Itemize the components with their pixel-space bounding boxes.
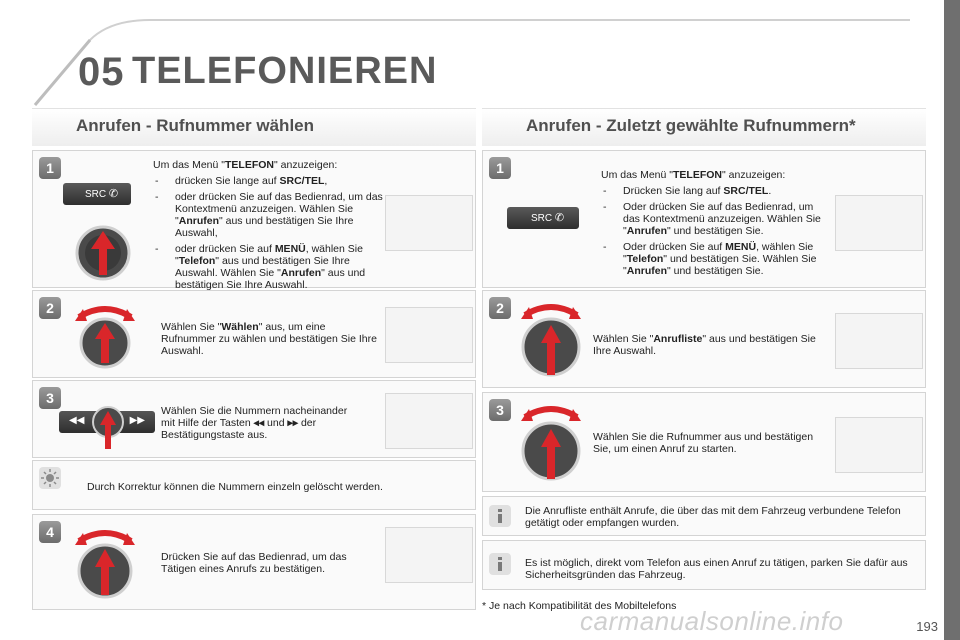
rewind-icon: ◀◀ bbox=[69, 415, 85, 426]
chapter-number: 05 bbox=[78, 50, 125, 94]
radio-panel-image bbox=[835, 195, 923, 251]
src-label: SRC bbox=[85, 189, 107, 200]
left-heading-bar bbox=[32, 108, 476, 146]
chapter-title: TELEFONIEREN bbox=[132, 50, 438, 92]
radio-panel-image bbox=[385, 307, 473, 363]
knob-press-icon bbox=[92, 406, 124, 449]
right-info-text-2: Es ist möglich, direkt vom Telefon aus e… bbox=[525, 557, 908, 581]
right-step1-intro: Um das Menü "TELEFON" anzuzeigen: bbox=[601, 169, 786, 181]
radio-panel-image bbox=[385, 527, 473, 583]
control-knob-icon bbox=[75, 225, 131, 281]
left-step1-text: Um das Menü "TELEFON" anzuzeigen: drücke… bbox=[153, 159, 383, 291]
right-info-text-1: Die Anrufliste enthält Anrufe, die über … bbox=[525, 505, 901, 529]
left-step1-bullet-1: drücken Sie lange auf SRC/TEL, bbox=[153, 175, 383, 187]
right-step3-text: Wählen Sie die Rufnummer aus und bestäti… bbox=[593, 431, 814, 455]
right-step-3: 3 Wählen Sie die Rufnummer aus und bestä… bbox=[482, 392, 926, 492]
left-section-title: Anrufen - Rufnummer wählen bbox=[76, 116, 315, 135]
rotate-knob-icon bbox=[521, 304, 581, 377]
left-step-2: 2 Wählen Sie "Wählen" aus, um eine Rufnu… bbox=[32, 290, 476, 378]
left-step-4: 4 Drücken Sie auf das Bedienrad, um das … bbox=[32, 514, 476, 610]
footnote: * Je nach Kompatibilität des Mobiltelefo… bbox=[482, 600, 677, 612]
watermark: carmanualsonline.info bbox=[580, 606, 844, 636]
left-tip-text: Durch Korrektur können die Nummern einze… bbox=[87, 481, 383, 493]
phone-icon: ✆ bbox=[108, 188, 119, 200]
next-key-symbol: ▸▸ bbox=[287, 417, 299, 429]
info-icon bbox=[489, 553, 511, 575]
rotate-knob-icon bbox=[75, 530, 135, 599]
right-step1-bullet-1: Drücken Sie lang auf SRC/TEL. bbox=[601, 185, 833, 197]
step-number: 1 bbox=[489, 157, 511, 179]
right-step1-text: Um das Menü "TELEFON" anzuzeigen: Drücke… bbox=[601, 169, 833, 277]
step-number: 4 bbox=[39, 521, 61, 543]
step-number: 3 bbox=[489, 399, 511, 421]
left-step1-bullet-3: oder drücken Sie auf MENÜ, wählen Sie "T… bbox=[153, 243, 383, 291]
left-step-1: 1 SRC ✆ Um das Menü "TELEFON" anzuzeigen… bbox=[32, 150, 476, 291]
right-section-title: Anrufen - Zuletzt gewählte Rufnummern* bbox=[526, 116, 856, 135]
step-number: 2 bbox=[39, 297, 61, 319]
radio-panel-image bbox=[385, 393, 473, 449]
left-tip-box: Durch Korrektur können die Nummern einze… bbox=[32, 460, 476, 510]
prev-key-symbol: ◂◂ bbox=[253, 417, 265, 429]
step-number: 1 bbox=[39, 157, 61, 179]
left-step2-text: Wählen Sie "Wählen" aus, um eine Rufnumm… bbox=[161, 321, 377, 357]
phone-icon: ✆ bbox=[554, 212, 565, 224]
src-label: SRC bbox=[531, 213, 553, 224]
right-info-box-1: Die Anrufliste enthält Anrufe, die über … bbox=[482, 496, 926, 536]
right-step2-text: Wählen Sie "Anrufliste" aus und bestätig… bbox=[593, 333, 816, 357]
rotate-knob-icon bbox=[75, 306, 135, 369]
src-tel-button: SRC ✆ bbox=[507, 207, 579, 229]
src-tel-button: SRC ✆ bbox=[63, 183, 131, 205]
left-step4-text: Drücken Sie auf das Bedienrad, um das Tä… bbox=[161, 551, 347, 575]
step-number: 2 bbox=[489, 297, 511, 319]
right-step-1: 1 SRC ✆ Um das Menü "TELEFON" anzuzeigen… bbox=[482, 150, 926, 288]
radio-panel-image bbox=[835, 417, 923, 473]
rotate-knob-icon bbox=[521, 406, 581, 481]
right-step1-bullet-2: Oder drücken Sie auf das Bedienrad, um d… bbox=[601, 201, 833, 237]
right-info-box-2: Es ist möglich, direkt vom Telefon aus e… bbox=[482, 540, 926, 590]
forward-icon: ▶▶ bbox=[129, 415, 145, 426]
page-number: 193 bbox=[916, 619, 938, 634]
info-icon bbox=[489, 505, 511, 527]
right-step1-bullet-3: Oder drücken Sie auf MENÜ, wählen Sie "T… bbox=[601, 241, 833, 277]
right-step-2: 2 Wählen Sie "Anrufliste" aus und bestät… bbox=[482, 290, 926, 388]
radio-panel-image bbox=[385, 195, 473, 251]
right-heading-bar bbox=[482, 108, 926, 146]
left-step-3: 3 ◀◀ ▶▶ Wählen Sie die Nummern nacheinan… bbox=[32, 380, 476, 458]
left-step3-text: Wählen Sie die Nummern nacheinander mit … bbox=[161, 405, 348, 441]
left-step1-bullet-2: oder drücken Sie auf das Bedienrad, um d… bbox=[153, 191, 383, 239]
radio-panel-image bbox=[835, 313, 923, 369]
sun-tip-icon bbox=[39, 467, 61, 489]
header-decoration bbox=[33, 19, 910, 106]
side-bar bbox=[944, 0, 960, 640]
left-step1-intro: Um das Menü "TELEFON" anzuzeigen: bbox=[153, 159, 338, 171]
step-number: 3 bbox=[39, 387, 61, 409]
